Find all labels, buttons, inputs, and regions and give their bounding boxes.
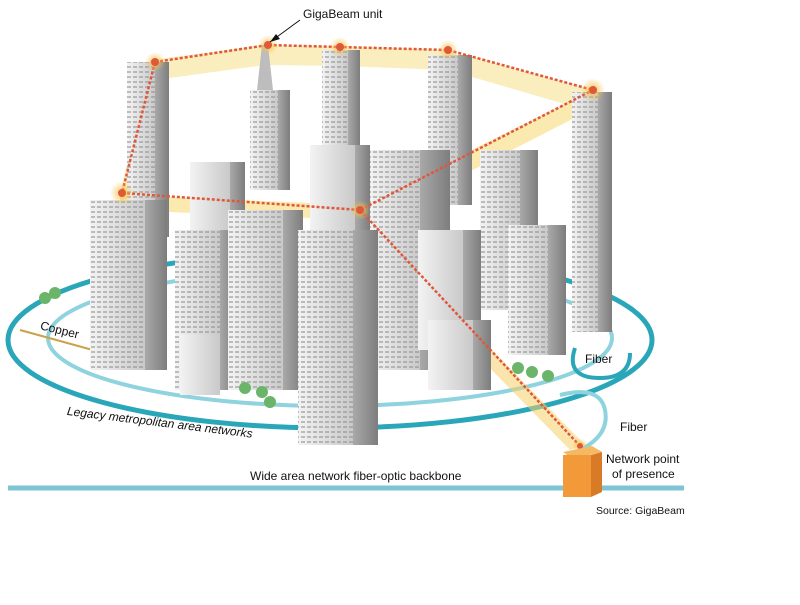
fiber-link-to-pop: [559, 390, 608, 452]
wan-backbone-label: Wide area network fiber-optic backbone: [250, 469, 462, 483]
network-pop-box: [563, 446, 602, 497]
source-label: Source: GigaBeam: [596, 505, 685, 517]
fiber-pop-label: Fiber: [620, 420, 648, 434]
network-pop-label-line1: Network point: [606, 452, 680, 466]
gigabeam-nodes: [110, 35, 605, 454]
fiber-ring-label: Fiber: [585, 352, 613, 366]
buildings: [90, 45, 612, 445]
copper-line: [19, 329, 101, 353]
trees: [39, 287, 554, 408]
fiber-loop: [570, 347, 632, 381]
gigabeam-unit-label: GigaBeam unit: [303, 7, 383, 21]
network-pop-label-line2: of presence: [612, 467, 675, 481]
